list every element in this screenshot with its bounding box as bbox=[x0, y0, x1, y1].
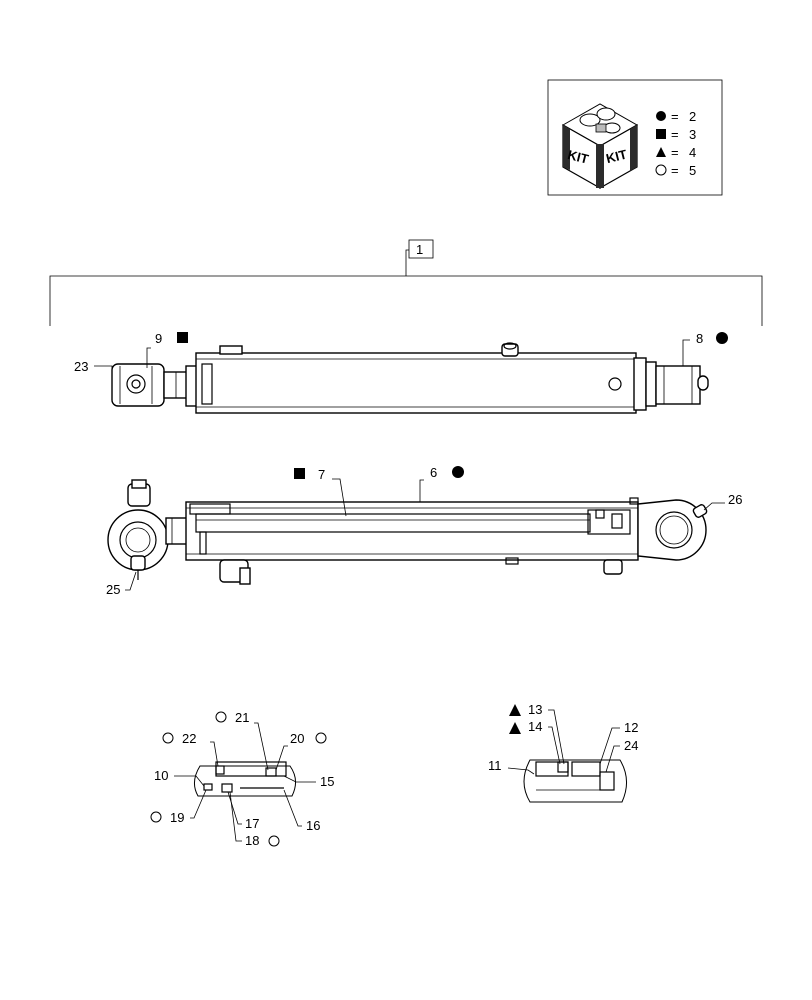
assembly-bracket: 1 bbox=[49, 239, 763, 326]
legend-eq: = bbox=[671, 163, 679, 178]
callout-24: 24 bbox=[624, 738, 638, 753]
callout-17: 17 bbox=[245, 816, 259, 831]
callout-23: 23 bbox=[74, 359, 88, 374]
callout-26: 26 bbox=[728, 492, 742, 507]
callout-16: 16 bbox=[306, 818, 320, 833]
filled-triangle-icon bbox=[656, 147, 666, 157]
base-end-fitting bbox=[655, 365, 701, 405]
callouts-side-view: 9 23 8 bbox=[74, 331, 728, 378]
callout-10: 10 bbox=[154, 768, 168, 783]
callout-15: 15 bbox=[320, 774, 334, 789]
filled-triangle-icon bbox=[509, 722, 521, 734]
open-circle-icon bbox=[215, 711, 227, 723]
filled-square-icon bbox=[177, 332, 188, 343]
base-eye-section bbox=[637, 499, 707, 561]
legend-num: 3 bbox=[689, 127, 696, 142]
callout-6: 6 bbox=[430, 465, 437, 480]
callouts-piston-detail: 13 14 12 24 11 bbox=[488, 702, 638, 775]
piston-seal-detail bbox=[523, 759, 627, 803]
callout-7: 7 bbox=[318, 467, 325, 482]
callout-19: 19 bbox=[170, 810, 184, 825]
legend-num: 4 bbox=[689, 145, 696, 160]
open-circle-icon bbox=[268, 835, 280, 847]
callouts-section-view: 7 6 26 25 bbox=[106, 465, 742, 597]
callout-20: 20 bbox=[290, 731, 304, 746]
filled-triangle-icon bbox=[509, 704, 521, 716]
callout-9: 9 bbox=[155, 331, 162, 346]
callout-25: 25 bbox=[106, 582, 120, 597]
callout-box-1 bbox=[408, 239, 434, 259]
kit-box-icon: KIT KIT bbox=[561, 103, 639, 190]
cylinder-barrel-section bbox=[185, 501, 639, 561]
legend-entry-4: = 4 bbox=[656, 145, 696, 160]
legend-eq: = bbox=[671, 145, 679, 160]
legend-entry-2: = 2 bbox=[656, 109, 696, 124]
callout-21: 21 bbox=[235, 710, 249, 725]
legend-entry-5: = 5 bbox=[655, 163, 696, 178]
open-circle-icon bbox=[315, 732, 327, 744]
open-circle-icon bbox=[655, 164, 667, 176]
legend-num: 5 bbox=[689, 163, 696, 178]
legend-num: 2 bbox=[689, 109, 696, 124]
filled-square-icon bbox=[656, 129, 666, 139]
kit-legend-frame bbox=[547, 79, 723, 196]
filled-square-icon bbox=[294, 468, 305, 479]
filled-circle-icon bbox=[452, 466, 464, 478]
callout-13: 13 bbox=[528, 702, 542, 717]
callout-8: 8 bbox=[696, 331, 703, 346]
cylinder-section-view bbox=[107, 479, 708, 585]
kit-legend: KIT KIT = 2 = 3 = 4 = 5 bbox=[547, 79, 723, 196]
callouts-gland-detail: 21 22 20 10 15 19 17 16 18 bbox=[150, 710, 334, 848]
cylinder-barrel bbox=[195, 352, 637, 414]
legend-eq: = bbox=[671, 109, 679, 124]
callout-1: 1 bbox=[416, 242, 423, 257]
legend-entry-3: = 3 bbox=[656, 127, 696, 142]
kit-label-right: KIT bbox=[604, 147, 628, 167]
callout-18: 18 bbox=[245, 833, 259, 848]
filled-circle-icon bbox=[716, 332, 728, 344]
gland-seal-detail bbox=[194, 761, 296, 797]
callout-12: 12 bbox=[624, 720, 638, 735]
legend-eq: = bbox=[671, 127, 679, 142]
callout-11: 11 bbox=[488, 758, 502, 773]
filled-circle-icon bbox=[656, 111, 666, 121]
callout-14: 14 bbox=[528, 719, 542, 734]
cylinder-side-view bbox=[111, 342, 709, 414]
callout-22: 22 bbox=[182, 731, 196, 746]
kit-label-left: KIT bbox=[566, 147, 590, 167]
open-circle-icon bbox=[162, 732, 174, 744]
open-circle-icon bbox=[150, 811, 162, 823]
